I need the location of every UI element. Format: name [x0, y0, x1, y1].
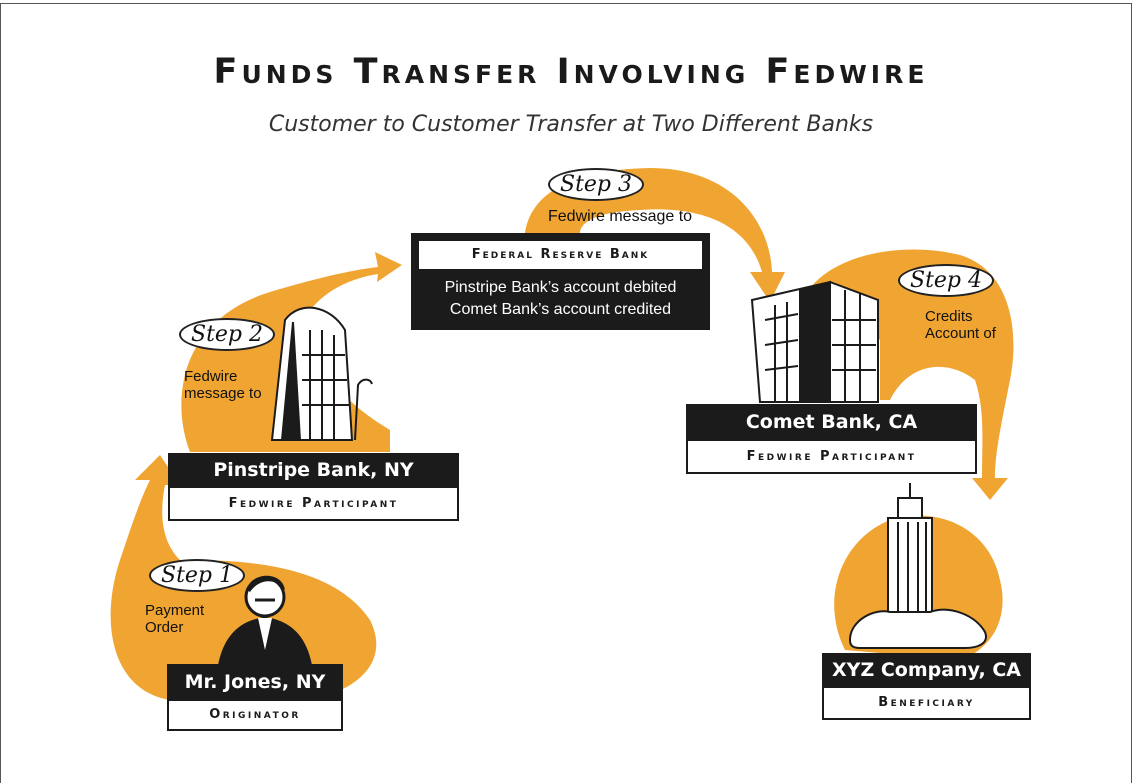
step4-label: Step 4 — [898, 264, 995, 297]
originator-role: Originator — [167, 699, 343, 731]
diagram-subtitle: Customer to Customer Transfer at Two Dif… — [268, 112, 874, 137]
step2-label: Step 2 — [179, 318, 276, 351]
step4-description-line: Account of — [925, 325, 996, 342]
step3-flow-shape — [525, 168, 785, 302]
step1-label: Step 1 — [149, 559, 246, 592]
step3-description: Fedwire message to — [548, 208, 692, 225]
step3-description-line: Fedwire message to — [548, 208, 693, 225]
pinstripe-bank-name: Pinstripe Bank, NY — [168, 453, 459, 487]
businessman-icon — [218, 575, 312, 665]
xyz-company-name: XYZ Company, CA — [822, 653, 1031, 687]
bank-building-icon — [270, 306, 373, 441]
federal-reserve-debit-line: Pinstripe Bank’s account debited — [444, 279, 677, 296]
federal-reserve-box: Federal Reserve Bank Pinstripe Bank’s ac… — [411, 233, 710, 330]
federal-reserve-credit-line: Comet Bank’s account credited — [449, 301, 672, 318]
step4-description-line: Credits — [925, 308, 973, 325]
comet-bank-name: Comet Bank, CA — [686, 404, 977, 440]
step2-description-line: Fedwire — [184, 368, 238, 385]
tower-building-icon — [848, 483, 987, 649]
step3-label: Step 3 — [548, 168, 645, 201]
pinstripe-bank-role: Fedwire Participant — [168, 486, 459, 521]
step4-description: Credits Account of — [925, 308, 996, 342]
office-building-icon — [750, 280, 879, 403]
step2-description-line: message to — [184, 385, 262, 402]
diagram-title: Funds Transfer Involving Fedwire — [213, 52, 929, 92]
step1-description-line: Payment — [145, 602, 205, 619]
frame-border — [0, 3, 1132, 783]
step2-description: Fedwire message to — [184, 368, 262, 402]
comet-bank-role: Fedwire Participant — [686, 439, 977, 474]
originator-name: Mr. Jones, NY — [167, 664, 343, 700]
xyz-company-role: Beneficiary — [822, 686, 1031, 720]
step1-description-line: Order — [145, 619, 184, 636]
step1-description: Payment Order — [145, 602, 204, 636]
federal-reserve-title: Federal Reserve Bank — [419, 241, 702, 269]
